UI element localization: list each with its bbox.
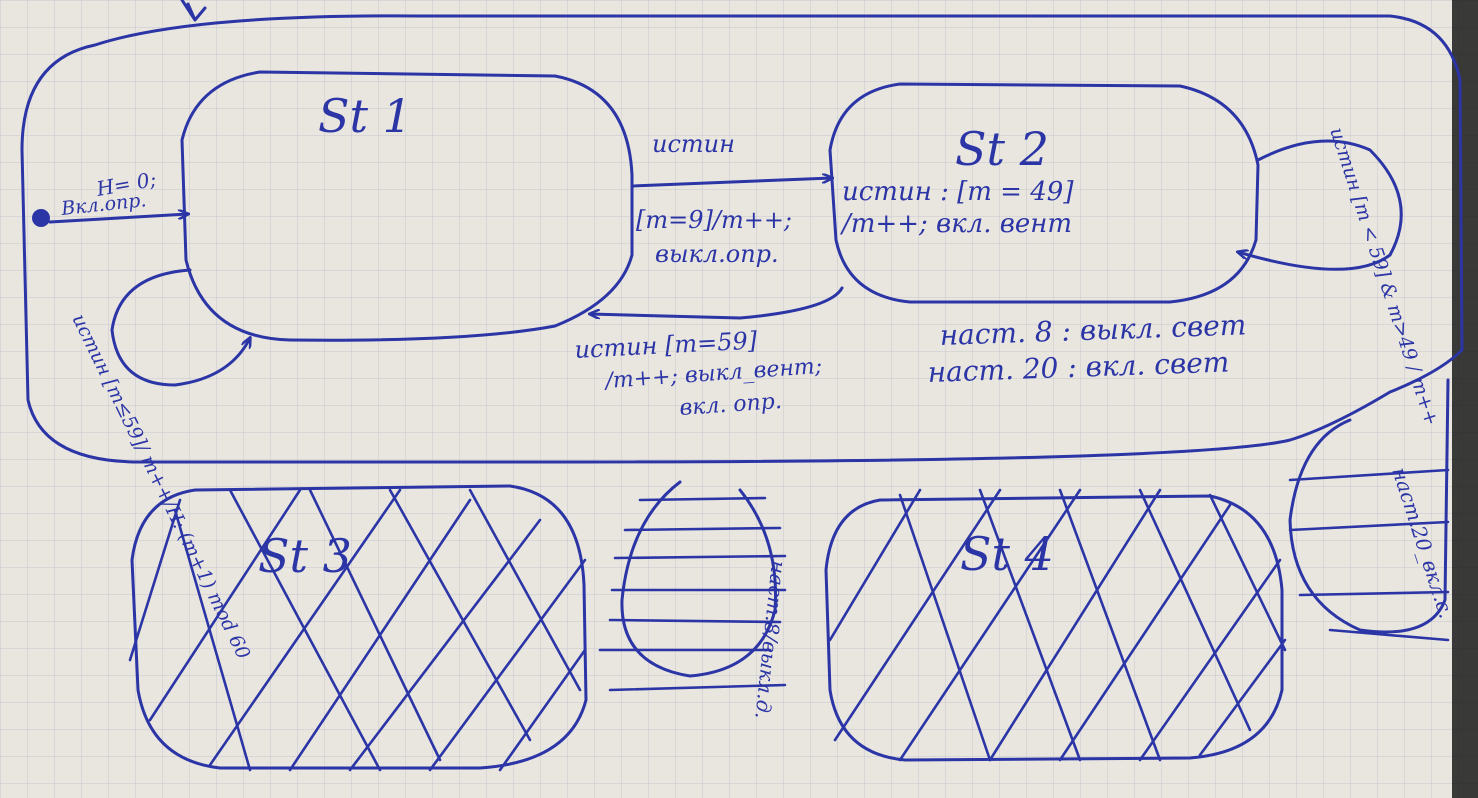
initial-transition-arrow — [48, 214, 188, 224]
top-entry-arrow — [180, 0, 207, 22]
state-st3-label: St 3 — [258, 529, 352, 583]
st1-to-st2-label-line2: выкл.опр. — [655, 240, 779, 268]
right-edge-shadow — [1452, 0, 1478, 798]
state-st1-label: St 1 — [318, 89, 412, 143]
state-st4-outline — [824, 494, 1284, 762]
state-st2-outline — [828, 82, 1260, 304]
superstate-outline — [20, 14, 1464, 464]
st2-internal-line1: истин : [m = 49] — [842, 177, 1074, 207]
right-loop-hatching — [1288, 468, 1450, 642]
state-st2-label: St 2 — [955, 122, 1049, 176]
st2-internal-line2: /m++; вкл. вент — [839, 209, 1072, 239]
middle-loop-hatching — [598, 496, 787, 692]
right-crossed-loop — [1288, 378, 1450, 634]
st1-to-st2-top-label: истин — [652, 130, 735, 158]
middle-crossed-loop — [620, 480, 778, 678]
state-st1-outline — [180, 70, 634, 342]
st2-self-loop — [1238, 139, 1403, 271]
st1-to-st2-label-line1: [m=9]/m++; — [636, 206, 792, 234]
transition-st2-to-st1 — [590, 286, 844, 320]
state-st3-outline — [130, 484, 588, 770]
st4-hatching — [828, 488, 1287, 762]
state-st4-label: St 4 — [960, 527, 1054, 581]
st1-self-loop — [110, 268, 250, 387]
initial-state-dot — [32, 209, 50, 227]
transition-st1-to-st2 — [630, 178, 832, 188]
st3-hatching — [128, 488, 587, 772]
